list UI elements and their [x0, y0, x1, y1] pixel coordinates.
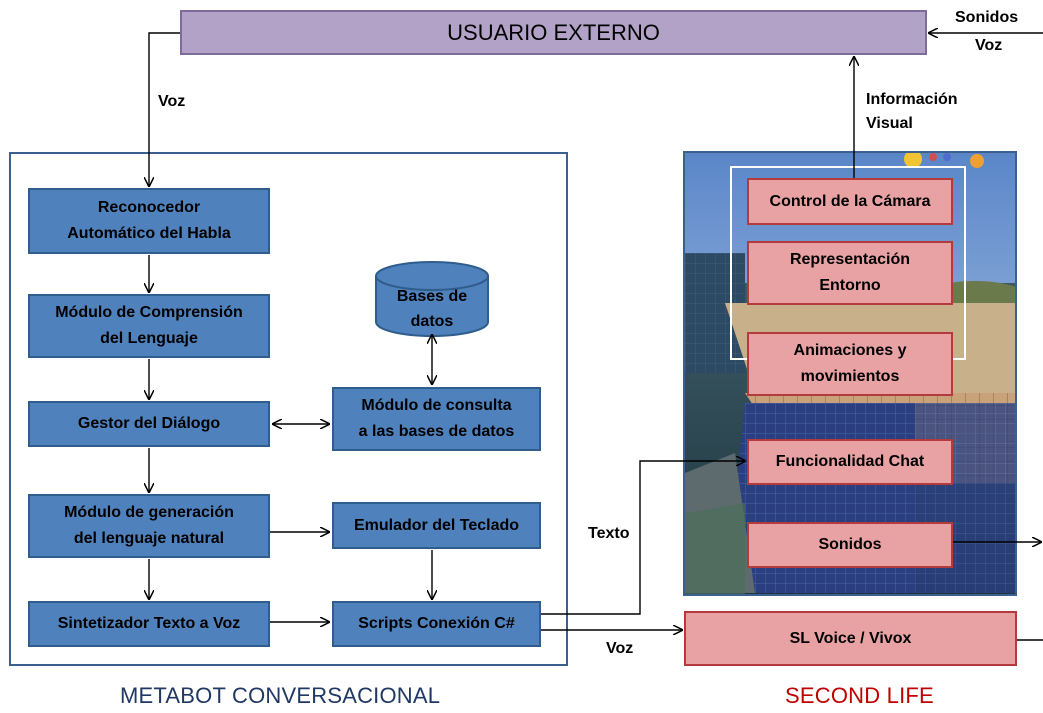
metabot-container — [9, 152, 568, 666]
db-query-module: Módulo de consulta a las bases de datos — [332, 387, 541, 451]
database-cylinder-icon — [375, 261, 489, 337]
input-sounds-label: Sonidos — [955, 9, 1019, 26]
sl-voice-module: SL Voice / Vivox — [684, 611, 1017, 666]
nlu-module: Módulo de Comprensión del Lenguaje — [28, 294, 270, 358]
keyboard-emulator-module: Emulador del Teclado — [332, 502, 541, 549]
voice-to-sl-label: Voz — [606, 640, 634, 657]
input-voice-label: Voz — [975, 37, 1003, 54]
visual-info-label: Información Visual — [866, 91, 958, 132]
camera-control-module: Control de la Cámara — [747, 178, 953, 225]
scripts-connection-module: Scripts Conexión C# — [332, 601, 541, 647]
animations-module: Animaciones y movimientos — [747, 332, 953, 396]
metabot-title: METABOT CONVERSACIONAL — [120, 683, 441, 708]
database-label: Bases de datos — [396, 288, 468, 330]
dialog-manager-module: Gestor del Diálogo — [28, 401, 270, 447]
asr-module: Reconocedor Automático del Habla — [28, 188, 270, 254]
second-life-title: SECOND LIFE — [785, 683, 934, 708]
voice-down-label: Voz — [158, 93, 186, 110]
text-edge-label: Texto — [588, 525, 630, 542]
external-user-box: USUARIO EXTERNO — [180, 10, 927, 55]
environment-module: Representación Entorno — [747, 241, 953, 305]
external-user-label: USUARIO EXTERNO — [447, 19, 660, 45]
nlg-module: Módulo de generación del lenguaje natura… — [28, 494, 270, 558]
sounds-module: Sonidos — [747, 522, 953, 568]
chat-module: Funcionalidad Chat — [747, 439, 953, 485]
tts-module: Sintetizador Texto a Voz — [28, 601, 270, 647]
